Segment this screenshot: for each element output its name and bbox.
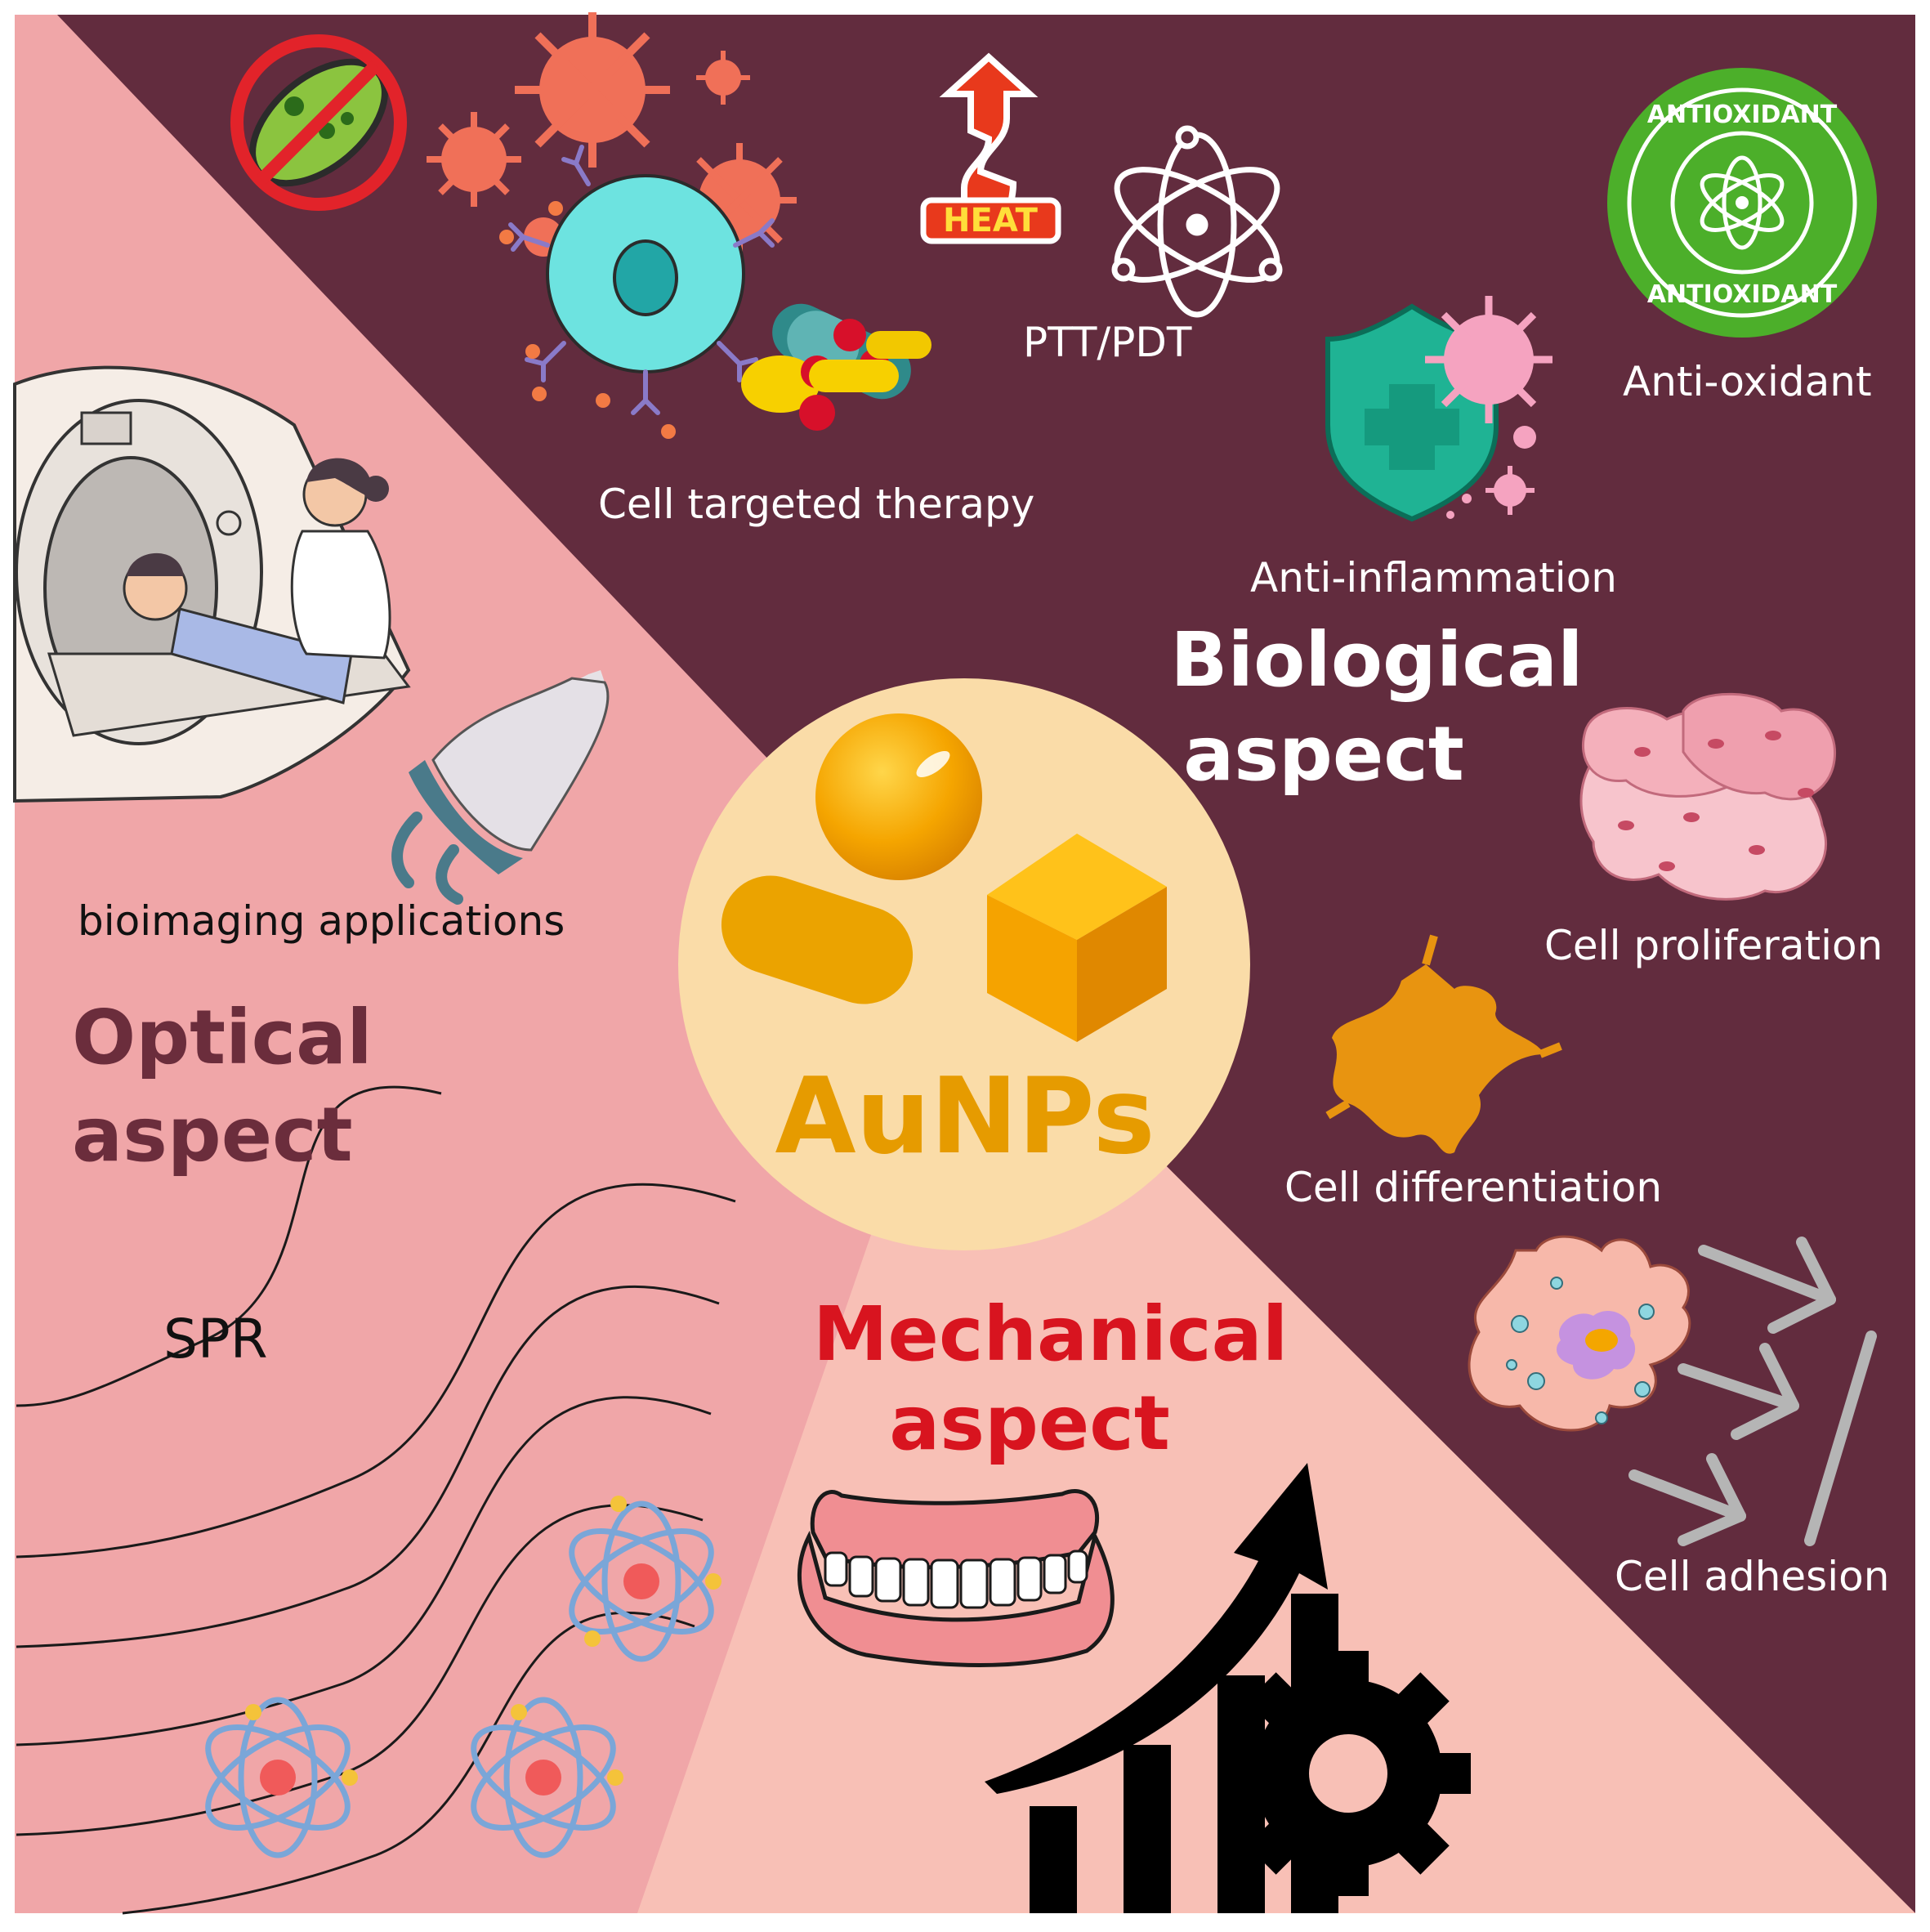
gold-nanosphere-icon	[815, 713, 982, 880]
label-cell-targeted-therapy: Cell targeted therapy	[598, 481, 1035, 528]
atom-icon	[471, 1697, 623, 1858]
center-title: AuNPs	[775, 1056, 1155, 1178]
cell-differentiation-icon	[1325, 934, 1562, 1154]
targeted-cell-icon	[499, 145, 775, 439]
antioxidant-badge-icon: ANTIOXIDANT ANTIOXIDANT	[1607, 68, 1877, 338]
label-spr: SPR	[163, 1308, 268, 1371]
label-anti-oxidant: Anti-oxidant	[1623, 358, 1872, 405]
label-cell-proliferation: Cell proliferation	[1544, 922, 1883, 969]
cell-proliferation-icon	[1579, 692, 1837, 901]
mechanical-title-line2: aspect	[889, 1379, 1170, 1467]
virus-icon	[1425, 296, 1552, 519]
gold-nanorod-icon	[721, 875, 914, 1004]
biological-title-line2: aspect	[1183, 709, 1464, 798]
drug-pills-icon	[741, 303, 931, 431]
mechanical-title: Mechanical aspect	[813, 1290, 1289, 1463]
optical-title: Optical aspect	[72, 994, 373, 1178]
label-cell-differentiation: Cell differentiation	[1284, 1164, 1663, 1211]
cell-adhesion-icon	[1468, 1235, 1877, 1546]
label-ptt-pdt: PTT/PDT	[1023, 319, 1192, 366]
badge-text-bottom: ANTIOXIDANT	[1647, 280, 1838, 309]
ultrasound-probe-icon	[391, 670, 610, 905]
mechanical-title-line1: Mechanical	[813, 1290, 1289, 1378]
biological-title-line1: Biological	[1170, 616, 1584, 704]
optical-title-line1: Optical	[72, 994, 373, 1081]
photodynamic-atom-icon	[1111, 125, 1283, 318]
atom-icon	[205, 1697, 358, 1858]
atom-icon	[569, 1496, 722, 1662]
label-anti-inflammation: Anti-inflammation	[1250, 554, 1617, 602]
optical-title-line2: aspect	[72, 1090, 353, 1178]
label-bioimaging: bioimaging applications	[78, 897, 565, 945]
mri-scanner-icon	[13, 365, 411, 803]
dentures-icon	[797, 1489, 1115, 1667]
growth-chart-gear-icon	[985, 1463, 1471, 1913]
badge-text-top: ANTIOXIDANT	[1647, 101, 1838, 129]
heat-text: HEAT	[943, 202, 1039, 239]
antibacterial-icon	[230, 34, 407, 211]
gold-nanocube-icon	[987, 834, 1167, 1042]
heat-icon: HEAT	[920, 52, 1061, 244]
biological-title: Biological aspect	[1164, 616, 1589, 794]
label-cell-adhesion: Cell adhesion	[1615, 1553, 1890, 1600]
